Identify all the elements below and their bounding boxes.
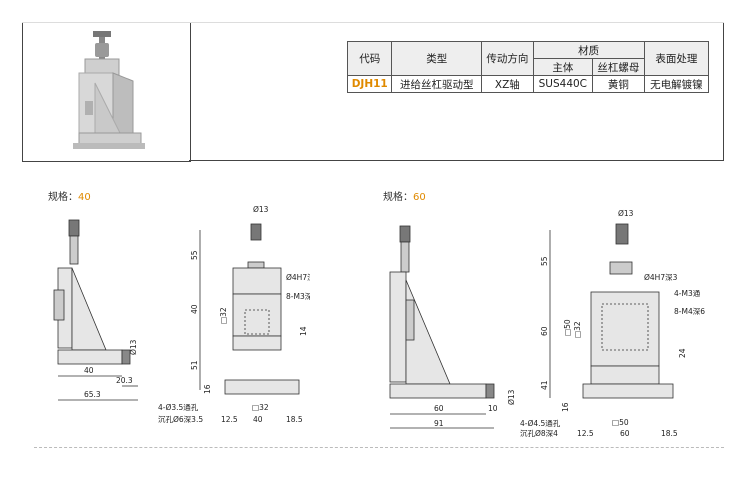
dim-w10: 10 — [488, 404, 498, 413]
dim-d-knob: Ø13 — [618, 209, 634, 218]
col-material: 材质 — [532, 41, 645, 59]
dim-sq50: □50 — [563, 319, 572, 336]
dim-cbore: 沉孔Ø6深3.5 — [158, 415, 203, 424]
dim-w60-side: 60 — [434, 404, 444, 413]
col-surface: 表面处理 — [643, 41, 710, 76]
cell-nut: 黄铜 — [592, 75, 645, 93]
dim-hole2: 8-M3深4 — [286, 292, 310, 301]
col-body: 主体 — [532, 58, 594, 76]
dim-d-knob: Ø13 — [253, 205, 269, 214]
dim-mid: 60 — [540, 326, 549, 336]
dim-w40-side: 40 — [84, 366, 94, 375]
size-value: 60 — [413, 192, 426, 203]
dim-h24: 24 — [678, 348, 687, 358]
product-photo — [22, 22, 191, 162]
dim-top: 55 — [190, 250, 199, 260]
dim-knob13: Ø13 — [507, 389, 516, 405]
dim-bottom: 41 — [540, 380, 549, 390]
dim-knob13: Ø13 — [129, 339, 138, 355]
col-code: 代码 — [346, 41, 393, 76]
dim-h14: 14 — [299, 326, 308, 336]
front-view-60 — [549, 223, 674, 399]
dim-thru: 4-Ø4.5通孔 — [520, 418, 561, 428]
size-label-text: 规格： — [48, 192, 78, 203]
dim-w18-5: 18.5 — [661, 429, 678, 438]
table-row: DJH11 进给丝杠驱动型 XZ轴 SUS440C 黄铜 无电解镀镍 — [346, 75, 710, 93]
dim-w60: 60 — [620, 429, 630, 438]
dim-sq32b: □32 — [252, 403, 269, 412]
cell-drive: XZ轴 — [481, 75, 534, 93]
col-type: 类型 — [391, 41, 482, 76]
dim-w91: 91 — [434, 419, 444, 428]
dim-mid: 40 — [190, 304, 199, 314]
dim-h16: 16 — [203, 384, 212, 394]
header-top-line — [22, 22, 724, 23]
header-right-divider — [723, 22, 724, 160]
dim-top: 55 — [540, 256, 549, 266]
drawing-40: 40 20.3 65.3 Ø13 Ø13 55 40 □32 51 16 Ø4H… — [53, 205, 310, 424]
cell-surface: 无电解镀镍 — [643, 75, 710, 93]
dim-w12-5: 12.5 — [221, 415, 238, 424]
dim-cbore: 沉孔Ø8深4 — [520, 429, 558, 438]
spec-table: 代码 类型 传动方向 材质 表面处理 主体 丝杠螺母 DJH11 进给丝杠驱动型… — [346, 41, 710, 93]
dim-hole1: Ø4H7深3 — [286, 273, 310, 282]
col-drive: 传动方向 — [481, 41, 534, 76]
dim-w20-3: 20.3 — [116, 376, 133, 385]
dim-h16: 16 — [561, 402, 570, 412]
drawing-60: 60 10 91 Ø13 Ø13 55 60 □50 □32 41 16 Ø4H… — [389, 209, 705, 438]
dim-sq32: □32 — [219, 307, 228, 324]
dim-hole3: 8-M4深6 — [674, 307, 705, 316]
size-label-40: 规格：40 — [48, 188, 91, 203]
cell-body: SUS440C — [532, 75, 594, 93]
dim-sq50b: □50 — [612, 418, 629, 427]
dim-hole2: 4-M3通 — [674, 288, 701, 298]
header-divider — [189, 160, 724, 161]
dim-w40: 40 — [253, 415, 263, 424]
size-label-text: 规格： — [383, 192, 413, 203]
dim-w12-5: 12.5 — [577, 429, 594, 438]
dim-w18-5: 18.5 — [286, 415, 303, 424]
dim-sq32: □32 — [573, 321, 582, 338]
stage-photo-image — [73, 31, 145, 149]
size-value: 40 — [78, 192, 91, 203]
side-view-40 — [53, 219, 138, 401]
dim-bottom: 51 — [190, 360, 199, 370]
dim-hole1: Ø4H7深3 — [644, 273, 678, 282]
dim-thru: 4-Ø3.5通孔 — [158, 402, 199, 412]
size-label-60: 规格：60 — [383, 188, 426, 203]
col-nut: 丝杠螺母 — [592, 58, 645, 76]
front-view-40 — [199, 223, 300, 395]
cell-type: 进给丝杠驱动型 — [391, 75, 482, 93]
side-view-60 — [389, 225, 495, 429]
footer-divider — [34, 447, 724, 448]
cell-code: DJH11 — [346, 75, 393, 93]
dim-w65-3: 65.3 — [84, 390, 101, 399]
